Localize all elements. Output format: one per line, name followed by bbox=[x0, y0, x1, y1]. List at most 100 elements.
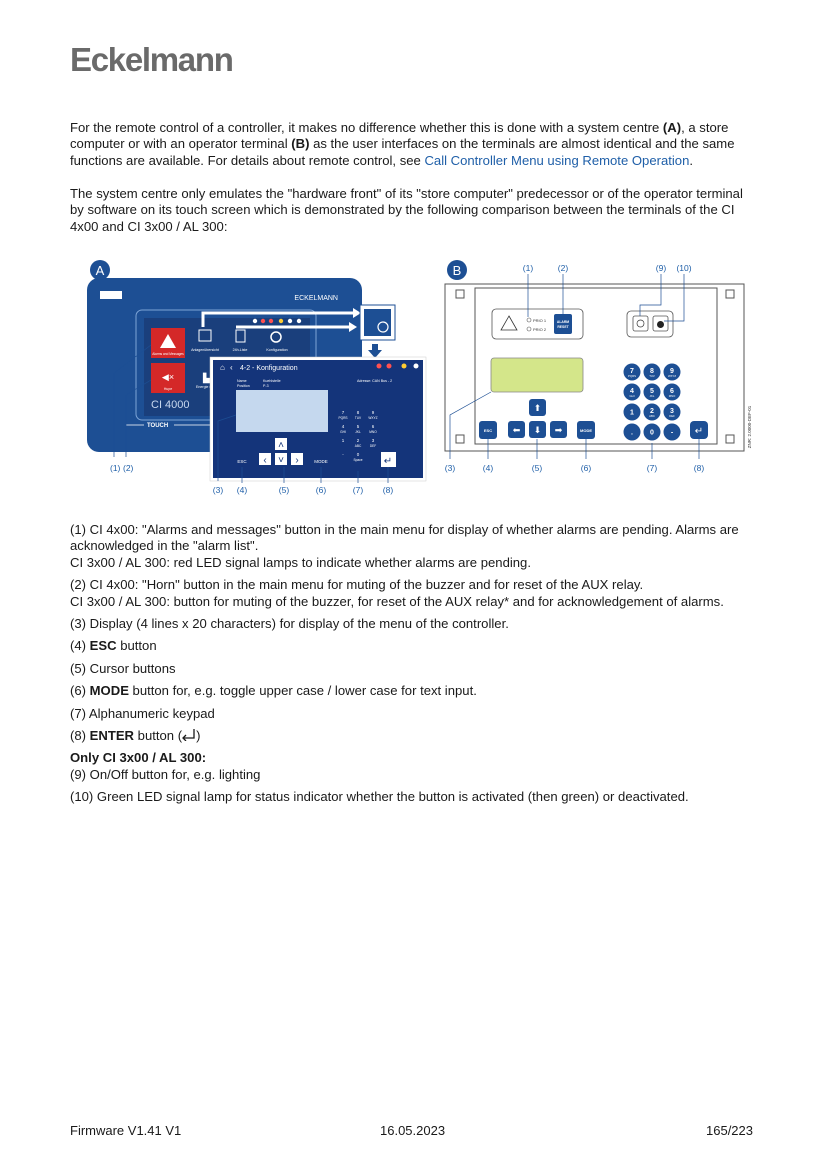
a-horn-button[interactable] bbox=[151, 363, 185, 393]
legend-text: button ( bbox=[134, 728, 183, 744]
a-screen-pos-label: Position bbox=[237, 384, 250, 388]
a-screen-name-value: Kuehlstelle bbox=[263, 379, 281, 383]
b-key-sub-0: PQRS bbox=[628, 374, 636, 378]
lightbulb-icon bbox=[636, 319, 645, 328]
ref-a: (A) bbox=[662, 120, 682, 135]
intro-text: For the remote control of a controller, … bbox=[70, 120, 663, 135]
a-key-6[interactable]: 1 bbox=[342, 438, 345, 443]
b-key-sub-5: MNO bbox=[669, 394, 676, 398]
a-key-0[interactable]: 7 bbox=[342, 410, 345, 415]
remote-operation-link[interactable]: Call Controller Menu using Remote Operat… bbox=[424, 152, 690, 168]
b-right-button[interactable] bbox=[550, 421, 567, 438]
b-key-11[interactable] bbox=[663, 423, 681, 441]
a-key-8[interactable]: 3 bbox=[372, 438, 375, 443]
a-key-1[interactable]: 8 bbox=[357, 410, 360, 415]
b-key-label-11: - bbox=[671, 430, 674, 437]
left-arrow-icon: ⬅ bbox=[513, 425, 521, 435]
a-touch: TOUCH bbox=[147, 423, 168, 429]
b-alarm-reset-label-2: RESET bbox=[557, 325, 569, 329]
a-badge: A bbox=[96, 263, 105, 278]
b-key-6[interactable] bbox=[623, 403, 641, 421]
legend-item-9: (9) On/Off button for, e.g. lighting bbox=[70, 766, 261, 782]
b-key-8[interactable] bbox=[663, 403, 681, 421]
gear-icon bbox=[270, 331, 282, 343]
b-key-2[interactable] bbox=[663, 363, 681, 381]
b-key-3[interactable] bbox=[623, 383, 641, 401]
a-key-sub-0: PQRS bbox=[338, 416, 347, 420]
legend-text: (8) bbox=[70, 728, 90, 744]
warning-icon bbox=[500, 315, 518, 331]
legend-item-5: (5) Cursor buttons bbox=[70, 660, 176, 676]
a-left-button[interactable] bbox=[259, 453, 271, 465]
b-key-0[interactable] bbox=[623, 363, 641, 381]
b-alarm-reset-button[interactable] bbox=[554, 314, 572, 334]
b-key-1[interactable] bbox=[643, 363, 661, 381]
b-key-sub-8: DEF bbox=[669, 414, 675, 418]
b-mode-label: MODE bbox=[580, 428, 592, 433]
energy-icon: ▙ bbox=[202, 372, 211, 384]
legend-item-4: (4) ESC button bbox=[70, 638, 770, 654]
b-side-code: ZNR: 2.0000-DEF-01 bbox=[747, 405, 752, 448]
a-callout-1: (1) bbox=[110, 463, 121, 473]
b-light-button[interactable] bbox=[632, 315, 649, 332]
a-down-button[interactable] bbox=[275, 453, 287, 465]
warning-icon bbox=[160, 334, 176, 348]
a-callout-5: (5) bbox=[279, 485, 290, 495]
b-mode-button[interactable] bbox=[577, 421, 595, 439]
a-callout-7: (7) bbox=[353, 485, 364, 495]
b-left-button[interactable] bbox=[508, 421, 525, 438]
b-key-5[interactable] bbox=[663, 383, 681, 401]
terminal-comparison-figure: ECKELMANN Alarms and Messages Anlagenübe… bbox=[70, 255, 760, 500]
b-key-label-1: 8 bbox=[650, 368, 654, 375]
terminal-a: ECKELMANN Alarms and Messages Anlagenübe… bbox=[87, 260, 427, 495]
b-key-9[interactable] bbox=[623, 423, 641, 441]
a-key-2[interactable]: 9 bbox=[372, 410, 375, 415]
a-enter-button[interactable] bbox=[381, 452, 396, 467]
a-alarms-label: Alarms and Messages bbox=[152, 352, 184, 356]
a-display bbox=[236, 390, 328, 432]
b-callout-4: (4) bbox=[483, 463, 494, 473]
a-key-5[interactable]: 6 bbox=[372, 424, 375, 429]
a-right-button[interactable] bbox=[291, 453, 303, 465]
a-up-button[interactable] bbox=[275, 438, 287, 450]
a-key-9[interactable]: - bbox=[342, 452, 344, 457]
a-screen-pos-value: P-3 bbox=[263, 384, 269, 388]
b-prio2-led bbox=[526, 326, 532, 332]
b-key-sub-2: WXYZ bbox=[668, 374, 676, 378]
a-key-10[interactable]: 0 bbox=[357, 452, 360, 457]
b-up-button[interactable] bbox=[529, 399, 546, 416]
a-screen-address: Adresse: CAN Bus - 2 bbox=[357, 379, 392, 383]
a-callout-3: (3) bbox=[213, 485, 224, 495]
a-screen-name-label: Name bbox=[237, 379, 247, 383]
b-key-label-9: . bbox=[631, 430, 633, 437]
a-brand: ECKELMANN bbox=[294, 295, 338, 302]
b-key-label-3: 4 bbox=[630, 388, 634, 395]
legend-text: button for, e.g. toggle upper case / low… bbox=[128, 683, 477, 699]
a-key-7[interactable]: 2 bbox=[357, 438, 360, 443]
b-key-10[interactable] bbox=[643, 423, 661, 441]
legend-text: button bbox=[116, 638, 157, 654]
b-down-button[interactable] bbox=[529, 421, 546, 438]
intro-paragraph-2: The system centre only emulates the "har… bbox=[70, 186, 743, 234]
a-callout-4: (4) bbox=[237, 485, 248, 495]
a-callout-2: (2) bbox=[123, 463, 134, 473]
b-callout-2: (2) bbox=[558, 263, 569, 273]
a-mode-button[interactable]: MODE bbox=[314, 459, 328, 464]
overview-icon bbox=[198, 329, 212, 342]
a-key-3[interactable]: 4 bbox=[342, 424, 345, 429]
b-key-4[interactable] bbox=[643, 383, 661, 401]
a-esc-button[interactable]: ESC bbox=[237, 459, 247, 464]
legend-item-2b: CI 3x00 / AL 300: button for muting of t… bbox=[70, 593, 724, 609]
b-esc-button[interactable] bbox=[479, 421, 497, 439]
b-prio1-led bbox=[526, 317, 532, 323]
b-enter-button[interactable] bbox=[690, 421, 708, 439]
a-key-sub-2: WXYZ bbox=[368, 416, 377, 420]
b-key-sub-7: ABC bbox=[649, 414, 655, 418]
a-key-4[interactable]: 5 bbox=[357, 424, 360, 429]
legend-bold: ESC bbox=[89, 638, 117, 654]
legend-bold: ENTER bbox=[89, 728, 135, 744]
b-key-7[interactable] bbox=[643, 403, 661, 421]
b-callout-6: (6) bbox=[581, 463, 592, 473]
b-status-led bbox=[657, 321, 664, 328]
